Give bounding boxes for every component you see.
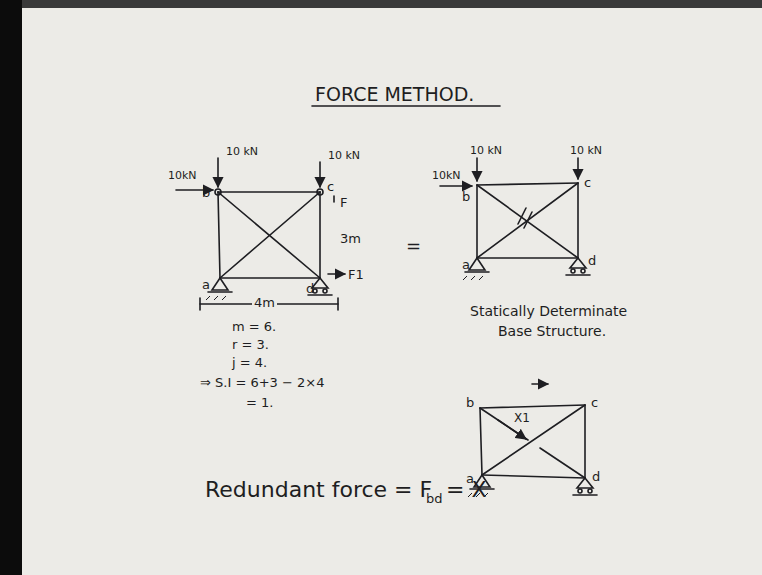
dimension-label: 4m xyxy=(252,296,277,310)
redundant-note: Redundant force = F xyxy=(205,478,432,502)
reaction-label: F1 xyxy=(348,268,364,282)
equals-sign: = xyxy=(406,236,421,256)
joint-label: b xyxy=(466,396,474,410)
joint-label: a xyxy=(466,472,474,486)
redundant-label: X1 xyxy=(512,412,532,425)
calc-line: ⇒ S.I = 6+3 − 2×4 xyxy=(200,376,324,390)
joint-label: a xyxy=(462,258,470,272)
calc-line: r = 3. xyxy=(232,338,269,352)
joint-label: c xyxy=(327,180,334,194)
joint-label: a xyxy=(202,278,210,292)
page-title: FORCE METHOD. xyxy=(315,84,474,105)
load-label: 10 kN xyxy=(328,150,360,162)
joint-label: d xyxy=(588,254,596,268)
reaction-label: F xyxy=(340,196,347,210)
load-label: 10 kN xyxy=(470,145,502,157)
joint-label: c xyxy=(591,396,598,410)
structure-note: Statically Determinate xyxy=(470,304,627,319)
structure-note: Base Structure. xyxy=(498,324,606,339)
joint-label: c xyxy=(584,176,591,190)
dark-edge xyxy=(22,0,762,8)
calc-line: j = 4. xyxy=(232,356,267,370)
load-label: 10 kN xyxy=(226,146,258,158)
load-label: 10kN xyxy=(168,170,197,182)
load-label: 10kN xyxy=(432,170,461,182)
calc-line: = 1. xyxy=(246,396,273,410)
dimension-label: 3m xyxy=(340,232,361,246)
redundant-note: bd xyxy=(426,492,443,506)
dark-edge xyxy=(0,0,22,575)
joint-label: b xyxy=(202,186,210,200)
calc-line: m = 6. xyxy=(232,320,276,334)
joint-label: d xyxy=(592,470,600,484)
joint-label: d xyxy=(306,282,314,296)
joint-label: b xyxy=(462,190,470,204)
load-label: 10 kN xyxy=(570,145,602,157)
